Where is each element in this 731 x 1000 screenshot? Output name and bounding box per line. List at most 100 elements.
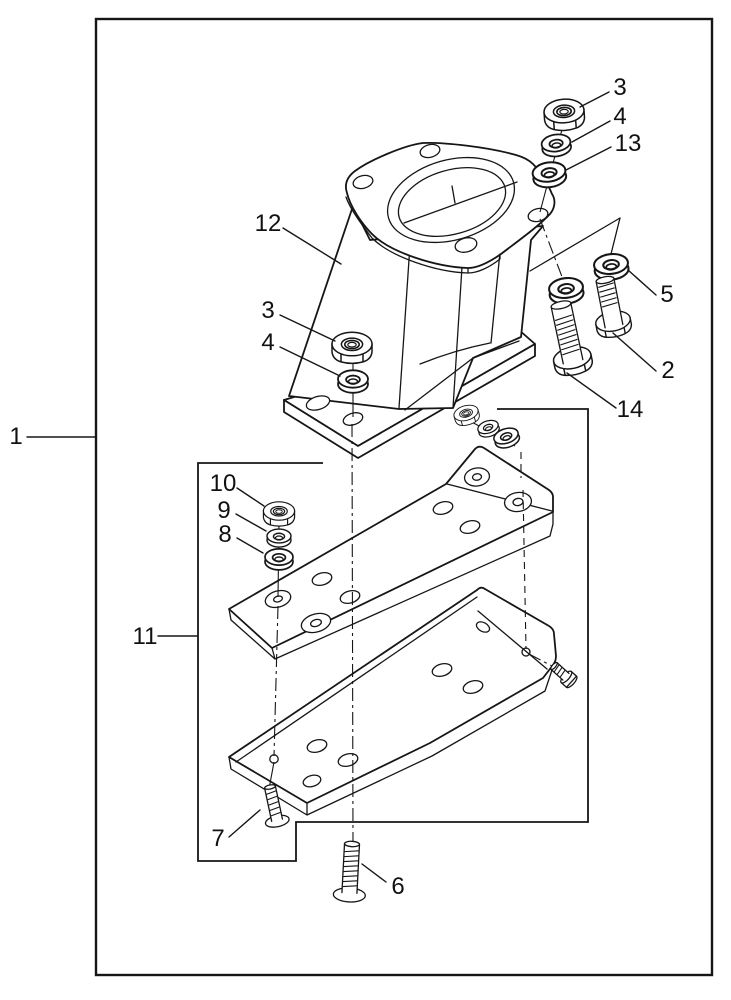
projection-line xyxy=(529,217,621,272)
bracket-hole xyxy=(337,752,359,768)
washer-4-base xyxy=(337,369,369,394)
hex-nut-3-top xyxy=(542,97,587,133)
centerline xyxy=(520,452,527,650)
lock-nut-10 xyxy=(262,501,296,527)
leader-line xyxy=(279,346,341,377)
pedestal-foot-line xyxy=(404,340,520,411)
bracket-hole xyxy=(462,679,484,695)
callout-4-base: 4 xyxy=(261,329,341,377)
callout-label: 7 xyxy=(211,825,224,852)
callout-3-top: 3 xyxy=(579,74,627,108)
washer-4-top xyxy=(539,131,574,160)
side-screw xyxy=(550,661,578,689)
pedestal-base-thickness xyxy=(283,343,536,459)
leader-line xyxy=(565,146,612,171)
callout-4-top: 4 xyxy=(571,103,627,143)
base-hole xyxy=(342,412,364,426)
flange-hole xyxy=(419,143,441,159)
callout-label: 10 xyxy=(210,470,237,497)
callout-10: 10 xyxy=(210,470,265,507)
callout-label: 6 xyxy=(391,873,404,900)
flange-hole xyxy=(527,207,549,223)
embossed-hole xyxy=(300,612,332,634)
lower-bracket-crease xyxy=(477,610,548,670)
leader-line xyxy=(361,863,387,883)
hex-bolt-14 xyxy=(550,300,596,380)
callout-label: 9 xyxy=(217,497,230,524)
lower-bracket-bend-line xyxy=(235,596,478,763)
washer-9 xyxy=(266,528,292,548)
callout-5: 5 xyxy=(627,269,674,308)
leader-line xyxy=(627,269,657,296)
pedestal-flange-thickness xyxy=(345,196,501,274)
flange-hole xyxy=(352,174,374,190)
leader-line xyxy=(228,809,261,838)
callout-8: 8 xyxy=(218,521,264,554)
embossed-hole-center xyxy=(272,595,284,603)
leader-line xyxy=(579,91,610,108)
pedestal-mount xyxy=(283,141,556,459)
pedestal-foot-line2 xyxy=(419,342,491,365)
callout-label: 8 xyxy=(218,521,231,548)
flange-ring xyxy=(463,467,491,487)
flange-ring-center xyxy=(471,473,483,481)
base-hole xyxy=(305,395,331,411)
callout-12: 12 xyxy=(255,210,342,265)
callout-1: 1 xyxy=(9,423,97,450)
callout-label: 5 xyxy=(660,281,673,308)
projection-line xyxy=(610,217,621,255)
centerline xyxy=(539,218,565,283)
callout-14: 14 xyxy=(566,372,644,423)
callout-label: 14 xyxy=(617,396,644,423)
bracket-hole xyxy=(339,589,361,605)
callout-label: 11 xyxy=(133,623,158,650)
leader-line xyxy=(236,487,265,507)
callout-label: 12 xyxy=(255,210,282,237)
washer-8 xyxy=(264,548,294,571)
callouts: 1 12 3 4 13 5 2 14 xyxy=(9,74,674,900)
flange-ring-center xyxy=(512,497,524,507)
flange-rib-line xyxy=(403,181,518,224)
flange-hole xyxy=(475,621,491,633)
callout-label: 3 xyxy=(613,74,626,101)
flange-hole xyxy=(454,237,478,253)
centerline xyxy=(528,653,553,667)
bracket-hole xyxy=(432,500,454,516)
bracket-hole xyxy=(306,738,328,754)
pedestal-wall-edge2 xyxy=(490,251,501,344)
small-hex-nut xyxy=(451,402,482,429)
hex-bolt-2 xyxy=(593,275,634,341)
embossed-hole xyxy=(264,589,292,609)
leader-line xyxy=(236,537,264,554)
upper-bracket-thickness xyxy=(228,511,554,660)
callout-label: 3 xyxy=(261,297,274,324)
screw-7 xyxy=(263,784,290,828)
hex-nut-3-base xyxy=(331,331,373,365)
leader-line xyxy=(571,120,611,143)
leader-line xyxy=(235,513,267,532)
pedestal-rib-edge xyxy=(452,266,463,409)
callout-3-base: 3 xyxy=(261,297,336,342)
callout-label: 2 xyxy=(661,357,674,384)
callout-13: 13 xyxy=(565,130,641,171)
drawing-border-frame xyxy=(94,17,714,977)
leader-line xyxy=(566,372,617,409)
callout-7: 7 xyxy=(211,809,261,852)
centerline xyxy=(351,423,354,843)
callout-label: 1 xyxy=(9,423,22,450)
callout-11: 11 xyxy=(133,623,198,650)
upper-bracket-crease xyxy=(446,483,553,512)
callout-label: 4 xyxy=(261,329,274,356)
callout-label: 4 xyxy=(613,103,626,130)
upper-bracket-plate xyxy=(228,445,554,649)
centerline xyxy=(273,605,279,757)
leader-line xyxy=(612,332,657,372)
callout-2: 2 xyxy=(612,332,675,384)
bracket-hole xyxy=(459,519,481,535)
flange-ring xyxy=(503,491,533,513)
callout-9: 9 xyxy=(217,497,267,532)
pedestal-wall-base xyxy=(398,407,454,410)
embossed-hole-center xyxy=(309,618,323,628)
